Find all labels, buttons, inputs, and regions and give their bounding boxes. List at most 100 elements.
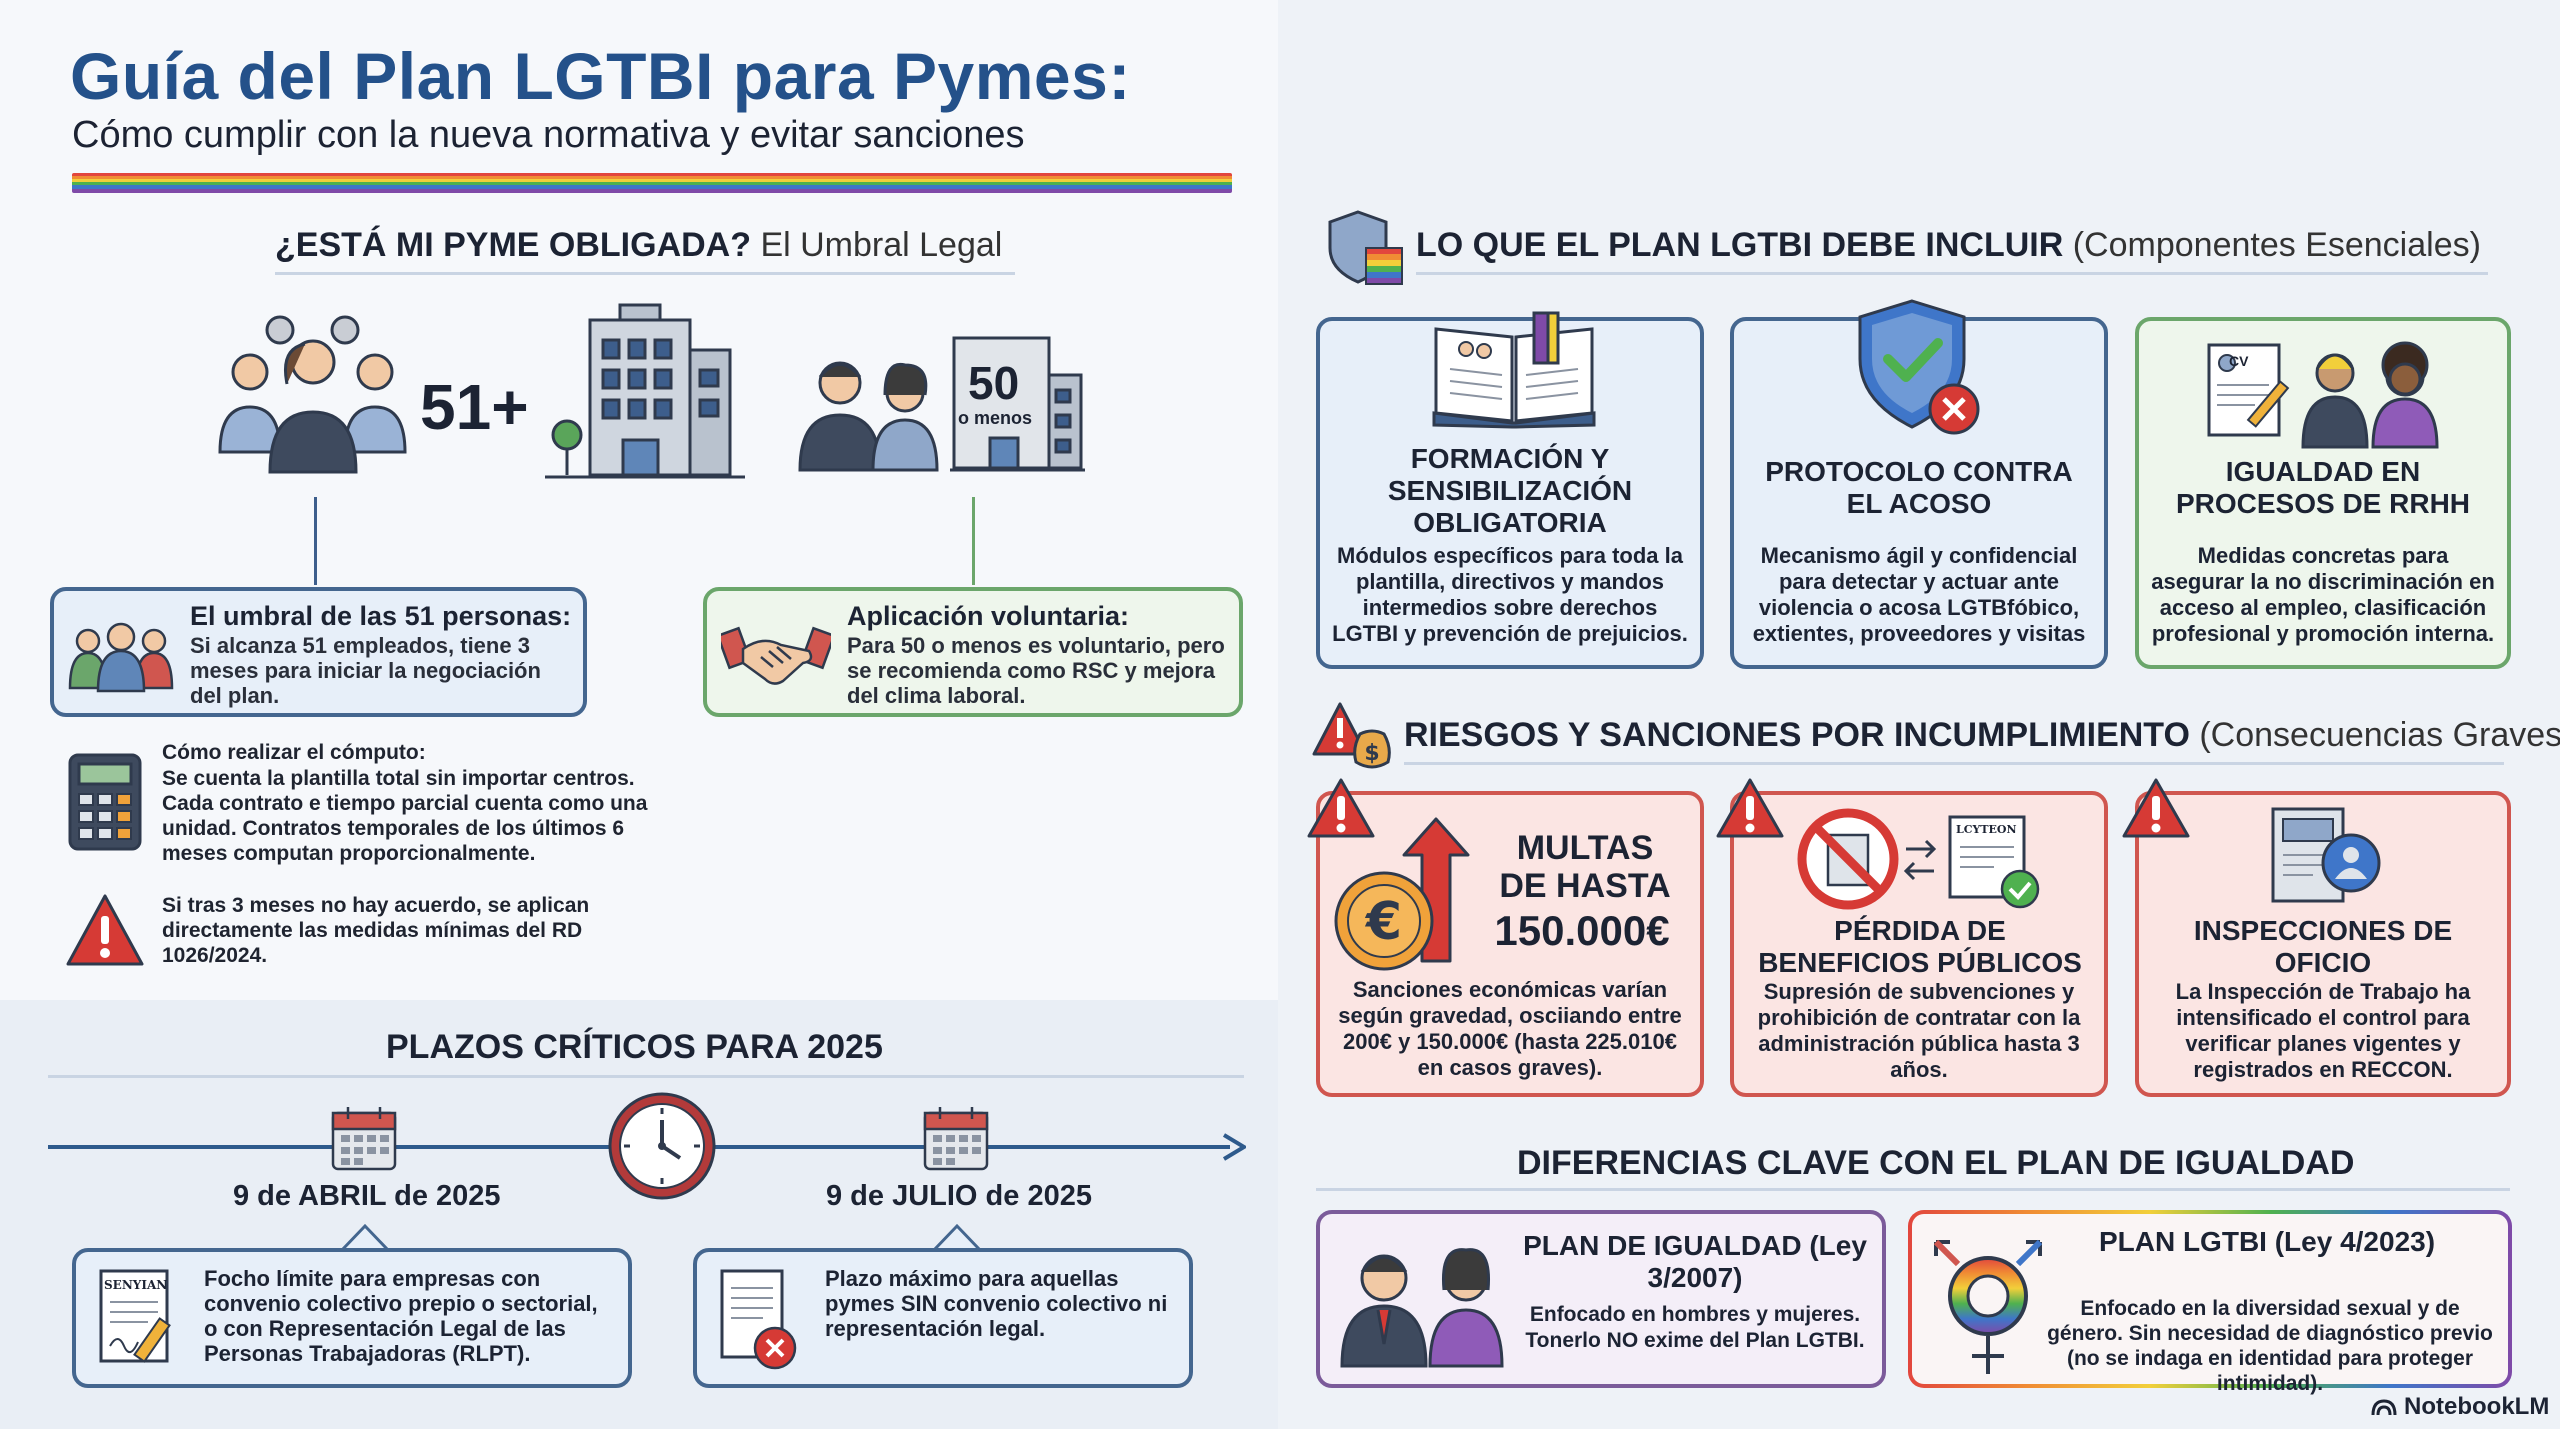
inspections-text: La Inspección de Trabajo ha intensificad… xyxy=(2175,979,2471,1082)
shield-rainbow-icon xyxy=(1328,210,1403,285)
rainbow-divider xyxy=(72,173,1232,193)
rejected-document-icon xyxy=(720,1269,797,1370)
warning-icon xyxy=(66,894,144,966)
contract-document-label: LCYTEON xyxy=(1956,823,2017,836)
warning-text: Si tras 3 meses no hay acuerdo, se aplic… xyxy=(162,894,590,967)
watermark-text: NotebookLM xyxy=(2404,1393,2550,1420)
component-card-harassment: PROTOCOLO CONTRA EL ACOSO Mecanismo ágil… xyxy=(1730,299,2108,669)
warning-money-icon: $ xyxy=(1312,702,1391,769)
deadlines-heading: PLAZOS CRÍTICOS PARA 2025 xyxy=(386,1028,883,1066)
plan-igualdad-text: Enfocado en hombres y mujeres. Tonerlo N… xyxy=(1525,1303,1865,1352)
public-benefits-title: PÉRDIDA DE BENEFICIOS PÚBLICOS xyxy=(1758,915,2082,978)
component-harassment-title: PROTOCOLO CONTRA EL ACOSO xyxy=(1765,456,2073,519)
component-hr-text: Medidas concretas para asegurar la no di… xyxy=(2151,543,2495,646)
risk-card-public-benefits: LCYTEON PÉRDIDA DE BENEFICIOS PÚBLICOS S… xyxy=(1730,791,2108,1097)
risks-heading-bold: RIESGOS Y SANCIONES POR INCUMPLIMIENTO xyxy=(1404,716,2190,754)
page-subtitle: Cómo cumplir con la nueva normativa y ev… xyxy=(72,114,1025,156)
threshold-50-title: Aplicación voluntaria: xyxy=(847,601,1130,631)
euro-coin-arrow-icon: € xyxy=(1334,817,1470,971)
handshake-icon xyxy=(721,626,831,685)
threshold-50-text: Para 50 o menos es voluntario, pero se r… xyxy=(847,633,1225,708)
open-book-icon xyxy=(1432,311,1596,429)
deadline-date-april: 9 de ABRIL de 2025 xyxy=(233,1180,501,1212)
clock-icon xyxy=(608,1092,716,1200)
man-woman-icon xyxy=(1340,1248,1504,1368)
components-underline xyxy=(1416,272,2488,275)
fines-line2: DE HASTA xyxy=(1499,867,1671,905)
component-harassment-text: Mecanismo ágil y confidencial para detec… xyxy=(1752,543,2086,646)
left-top-panel xyxy=(0,0,1278,1000)
fines-line1: MULTAS xyxy=(1516,829,1654,867)
connector-line-51 xyxy=(314,497,317,585)
timeline-arrowhead-icon xyxy=(1222,1133,1246,1161)
deadline-july-box: Plazo máximo para aquellas pymes SIN con… xyxy=(693,1248,1193,1388)
components-heading-light: (Componentes Esenciales) xyxy=(2072,226,2481,264)
differences-underline xyxy=(1316,1188,2510,1191)
public-benefits-text: Supresión de subvenciones y prohibición … xyxy=(1757,979,2081,1082)
threshold-51-title: El umbral de las 51 personas: xyxy=(190,601,572,631)
threshold-heading: ¿ESTÁ MI PYME OBLIGADA? El Umbral Legal xyxy=(275,226,1002,265)
components-heading-bold: LO QUE EL PLAN LGTBI DEBE INCLUIR xyxy=(1416,226,2064,264)
employees-group-icon xyxy=(218,315,407,474)
no-subsidies-icon: LCYTEON xyxy=(1794,805,2054,915)
components-heading: LO QUE EL PLAN LGTBI DEBE INCLUIR (Compo… xyxy=(1416,226,2481,265)
plan-igualdad-card: PLAN DE IGUALDAD (Ley 3/2007) Enfocado e… xyxy=(1316,1210,1886,1388)
two-employees-icon xyxy=(798,361,939,472)
deadline-date-july: 9 de JULIO de 2025 xyxy=(826,1180,1092,1212)
threshold-heading-light: El Umbral Legal xyxy=(760,226,1003,264)
fines-text: Sanciones económicas varían según graved… xyxy=(1338,977,1682,1080)
risk-card-fines: € MULTAS DE HASTA 150.000€ Sanciones eco… xyxy=(1316,791,1704,1097)
risks-underline xyxy=(1404,762,2504,765)
cv-label: CV xyxy=(2229,353,2249,369)
small-building-icon: 50 o menos xyxy=(950,330,1085,472)
warning-icon xyxy=(1307,778,1375,838)
component-card-hr: CV IGUALDAD EN PROCESOS DE RRHH Medidas … xyxy=(2135,317,2511,669)
deadline-april-box: SENYIAN Focho límite para empresas con c… xyxy=(72,1248,632,1388)
component-training-text: Módulos específicos para toda la plantil… xyxy=(1332,543,1688,646)
deadline-july-text: Plazo máximo para aquellas pymes SIN con… xyxy=(825,1266,1168,1341)
page-title: Guía del Plan LGTBI para Pymes: xyxy=(70,39,1131,113)
notebooklm-logo-icon xyxy=(2371,1399,2397,1416)
plan-lgtbi-text: Enfocado en la diversidad sexual y de gé… xyxy=(2047,1297,2493,1395)
deadline-april-text: Focho límite para empresas con convenio … xyxy=(204,1266,598,1366)
connector-line-50 xyxy=(972,497,975,585)
fines-headline: MULTAS DE HASTA 150.000€ xyxy=(1490,829,1680,957)
pointer-icon xyxy=(340,1223,390,1252)
calculator-icon xyxy=(68,753,142,851)
calendar-icon xyxy=(923,1107,989,1171)
signed-document-icon: SENYIAN xyxy=(98,1268,178,1368)
threshold-big-number: 51+ xyxy=(420,371,529,443)
shield-check-icon xyxy=(1858,299,1980,435)
large-building-icon xyxy=(545,303,745,479)
warning-icon xyxy=(1716,778,1784,838)
notebooklm-watermark: NotebookLM xyxy=(2370,1393,2549,1421)
svg-text:€: € xyxy=(1365,892,1402,952)
signed-document-label: SENYIAN xyxy=(104,1278,168,1292)
risks-heading-light: (Consecuencias Graves) xyxy=(2199,716,2560,754)
small-number-caption: o menos xyxy=(958,408,1033,428)
svg-text:$: $ xyxy=(1364,741,1379,766)
component-hr-title: IGUALDAD EN PROCESOS DE RRHH xyxy=(2175,456,2471,519)
threshold-heading-bold: ¿ESTÁ MI PYME OBLIGADA? xyxy=(275,226,751,264)
component-training-title: FORMACIÓN Y SENSIBILIZACIÓN OBLIGATORIA xyxy=(1387,443,1633,538)
plan-lgtbi-card: PLAN LGTBI (Ley 4/2023) Enfocado en la d… xyxy=(1908,1210,2512,1395)
plan-igualdad-title: PLAN DE IGUALDAD (Ley 3/2007) xyxy=(1523,1230,1867,1293)
pointer-icon xyxy=(932,1223,982,1252)
small-number: 50 xyxy=(968,357,1020,409)
inspections-title: INSPECCIONES DE OFICIO xyxy=(2193,915,2453,978)
gender-symbol-rainbow-icon xyxy=(1933,1239,2043,1374)
threshold-underline xyxy=(275,272,1015,275)
differences-heading: DIFERENCIAS CLAVE CON EL PLAN DE IGUALDA… xyxy=(1517,1144,2355,1182)
compute-text: Se cuenta la plantilla total sin importa… xyxy=(162,767,648,865)
risks-heading: RIESGOS Y SANCIONES POR INCUMPLIMIENTO (… xyxy=(1404,716,2560,755)
cv-recruitment-icon: CV xyxy=(2205,339,2455,449)
threshold-51-box: El umbral de las 51 personas: Si alcanza… xyxy=(50,587,587,717)
calendar-icon xyxy=(331,1107,397,1171)
component-card-training: FORMACIÓN Y SENSIBILIZACIÓN OBLIGATORIA … xyxy=(1316,311,1704,669)
fines-amount: 150.000€ xyxy=(1494,907,1670,954)
plan-lgtbi-title: PLAN LGTBI (Ley 4/2023) xyxy=(2098,1226,2436,1257)
deadlines-underline xyxy=(48,1075,1244,1078)
threshold-50-box: Aplicación voluntaria: Para 50 o menos e… xyxy=(703,587,1243,717)
inspection-badge-icon xyxy=(2271,807,2381,903)
warning-icon xyxy=(2122,778,2190,838)
